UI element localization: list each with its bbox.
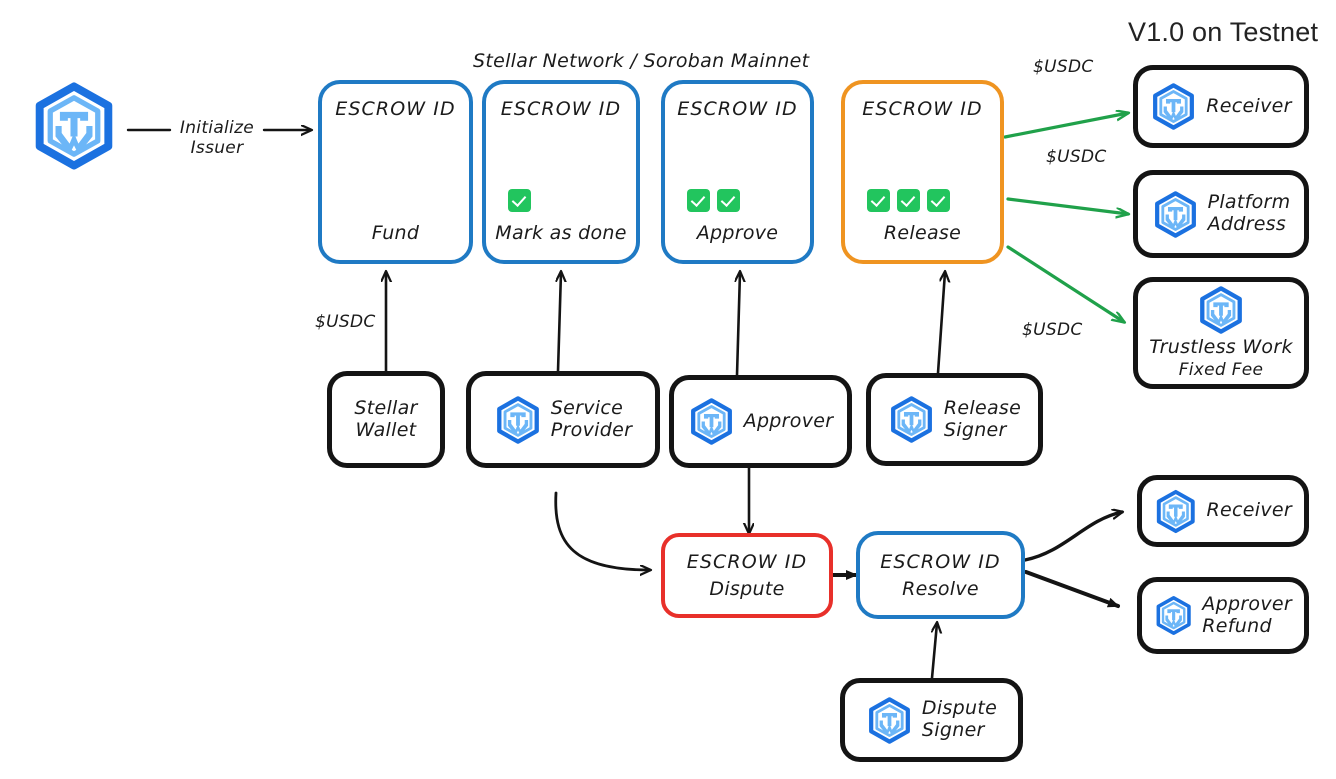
network-label: Stellar Network / Soroban Mainnet xyxy=(473,50,810,72)
escrow-checks xyxy=(845,189,1000,212)
actor-approver[interactable]: Approver xyxy=(669,375,852,468)
check-icon xyxy=(927,189,950,212)
escrow-footer: Approve xyxy=(696,222,779,244)
escrow-footer: Release xyxy=(883,222,962,244)
escrow-title: ESCROW ID xyxy=(677,98,798,120)
actor-label: Release Signer xyxy=(943,396,1022,441)
edge-release-to-receiver xyxy=(1003,113,1128,139)
payout-label-line1: Trustless Work xyxy=(1149,336,1293,358)
escrow-bottom: Mark as done xyxy=(486,189,636,244)
edge-disputesigner-to-resolve xyxy=(930,623,937,680)
edge-releasesigner-to-release xyxy=(936,272,945,375)
actor-label: Service Provider xyxy=(550,396,633,441)
check-icon xyxy=(717,189,740,212)
edge-release-to-fixedfee xyxy=(1006,245,1124,322)
edge-resolve-to-receiver xyxy=(1023,512,1122,562)
payout-platform-address[interactable]: Platform Address xyxy=(1133,170,1309,258)
check-icon xyxy=(867,189,890,212)
escrow-bottom: Approve xyxy=(665,189,810,244)
edge-resolve-to-refund xyxy=(1024,570,1120,608)
edge-label-payout-usdc-2: $USDC xyxy=(1046,147,1107,167)
escrow-stage-release[interactable]: ESCROW ID Release xyxy=(841,80,1004,264)
outcome-label: Approver Refund xyxy=(1202,592,1292,637)
edge-provider-to-markdone xyxy=(558,272,561,373)
edge-label-payout-usdc-1: $USDC xyxy=(1033,57,1094,77)
escrow-stage-approve[interactable]: ESCROW ID Approve xyxy=(661,80,814,264)
escrow-stage-fund[interactable]: ESCROW ID Fund xyxy=(318,80,473,264)
trustless-work-hexagon-logo xyxy=(35,82,113,170)
escrow-title: ESCROW ID xyxy=(335,98,456,120)
escrow-title: ESCROW ID xyxy=(880,550,1001,573)
escrow-footer: Fund xyxy=(371,222,420,244)
escrow-dispute-box[interactable]: ESCROW ID Dispute xyxy=(661,533,833,618)
edge-release-to-platform xyxy=(1006,197,1128,214)
escrow-title: ESCROW ID xyxy=(862,98,983,120)
issuer-logo xyxy=(30,82,118,170)
escrow-bottom: Fund xyxy=(322,212,469,244)
escrow-title: ESCROW ID xyxy=(500,98,622,120)
escrow-footer: Mark as done xyxy=(495,222,627,244)
trustless-work-hexagon-logo xyxy=(496,395,539,444)
escrow-bottom: Release xyxy=(845,189,1000,244)
edge-label-payout-usdc-3: $USDC xyxy=(1022,320,1083,340)
edge-label-initialize: Initialize Issuer xyxy=(179,118,255,158)
trustless-work-hexagon-logo xyxy=(1156,489,1195,533)
edge-approver-to-approve xyxy=(737,272,740,377)
actor-label: Approver xyxy=(743,409,834,432)
payout-label: Platform Address xyxy=(1207,191,1291,235)
actor-dispute-signer[interactable]: Dispute Signer xyxy=(840,678,1023,762)
actor-label: Stellar Wallet xyxy=(354,396,418,441)
edge-label-fund-usdc: $USDC xyxy=(315,312,376,332)
trustless-work-hexagon-logo xyxy=(890,396,932,443)
outcome-approver-refund[interactable]: Approver Refund xyxy=(1137,577,1309,654)
version-title: V1.0 on Testnet xyxy=(1128,17,1319,47)
check-icon xyxy=(508,189,531,212)
check-icon xyxy=(687,189,710,212)
escrow-checks xyxy=(486,189,636,212)
actor-service-provider[interactable]: Service Provider xyxy=(466,371,660,468)
actor-stellar-wallet[interactable]: Stellar Wallet xyxy=(327,371,445,468)
outcome-receiver[interactable]: Receiver xyxy=(1137,475,1309,547)
trustless-work-hexagon-logo xyxy=(1153,83,1195,130)
actor-release-signer[interactable]: Release Signer xyxy=(866,373,1043,466)
edge-provider-to-dispute xyxy=(554,491,650,570)
escrow-stage-mark-as-done[interactable]: ESCROW ID Mark as done xyxy=(482,80,640,264)
trustless-work-hexagon-logo xyxy=(1156,596,1191,635)
escrow-footer: Dispute xyxy=(709,578,785,600)
check-icon xyxy=(897,189,920,212)
escrow-title: ESCROW ID xyxy=(686,551,808,573)
payout-trustless-work-fixed-fee[interactable]: Trustless Work Fixed Fee xyxy=(1133,277,1309,389)
escrow-resolve-box[interactable]: ESCROW ID Resolve xyxy=(856,531,1025,619)
payout-receiver[interactable]: Receiver xyxy=(1133,65,1309,148)
trustless-work-hexagon-logo xyxy=(1200,286,1242,334)
trustless-work-hexagon-logo xyxy=(690,398,732,445)
trustless-work-hexagon-logo xyxy=(1154,190,1196,238)
actor-label: Dispute Signer xyxy=(921,697,998,741)
trustless-work-hexagon-logo xyxy=(868,696,910,744)
outcome-label: Receiver xyxy=(1206,499,1292,522)
escrow-footer: Resolve xyxy=(902,577,979,600)
payout-label-line2: Fixed Fee xyxy=(1178,360,1264,380)
escrow-checks xyxy=(665,189,810,212)
payout-label: Receiver xyxy=(1206,94,1292,117)
